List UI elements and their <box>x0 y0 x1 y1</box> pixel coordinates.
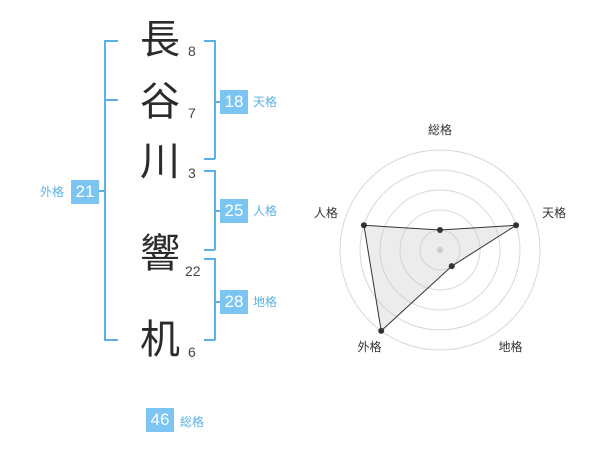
tenkaku-label: 天格 <box>253 95 278 109</box>
radar-axis-label-3: 地格 <box>499 339 523 354</box>
jinkaku-value: 25 <box>220 199 248 223</box>
name-char-5: 机 <box>140 317 180 363</box>
name-char-4: 響 <box>140 231 180 277</box>
stroke-count-1: 8 <box>188 43 196 59</box>
gaikaku-value: 21 <box>71 180 99 204</box>
radar-point-2 <box>513 222 520 229</box>
stroke-count-2: 7 <box>188 105 196 121</box>
radar-point-4 <box>378 327 385 334</box>
name-char-3: 川 <box>140 139 180 185</box>
radar-ring-3 <box>379 189 501 311</box>
radar-point-1 <box>437 227 443 233</box>
radar-series-polygon <box>363 224 517 332</box>
jinkaku-label: 人格 <box>253 204 278 218</box>
radar-axis-label-4: 外格 <box>357 339 381 354</box>
radar-axis-label-2: 天格 <box>542 205 566 220</box>
radar-center-dot <box>437 247 443 253</box>
radar-axis-label-1: 総格 <box>428 122 452 137</box>
stroke-count-4: 22 <box>185 263 201 279</box>
radar-ring-4 <box>359 169 521 331</box>
chikaku-label: 地格 <box>253 295 278 309</box>
chikaku-value: 28 <box>220 290 248 314</box>
radar-point-3 <box>448 263 455 270</box>
radar-axis-label-5: 人格 <box>314 205 338 220</box>
stroke-count-5: 6 <box>188 344 196 360</box>
tenkaku-value: 18 <box>220 90 248 114</box>
soukaku-label: 総格 <box>180 415 205 429</box>
stroke-count-3: 3 <box>188 165 196 181</box>
name-char-1: 長 <box>140 17 180 63</box>
soukaku-value: 46 <box>146 408 174 432</box>
gaikaku-label: 外格 <box>40 185 65 199</box>
name-char-2: 谷 <box>140 79 180 125</box>
radar-ring-2 <box>399 209 481 291</box>
radar-point-5 <box>360 222 367 229</box>
